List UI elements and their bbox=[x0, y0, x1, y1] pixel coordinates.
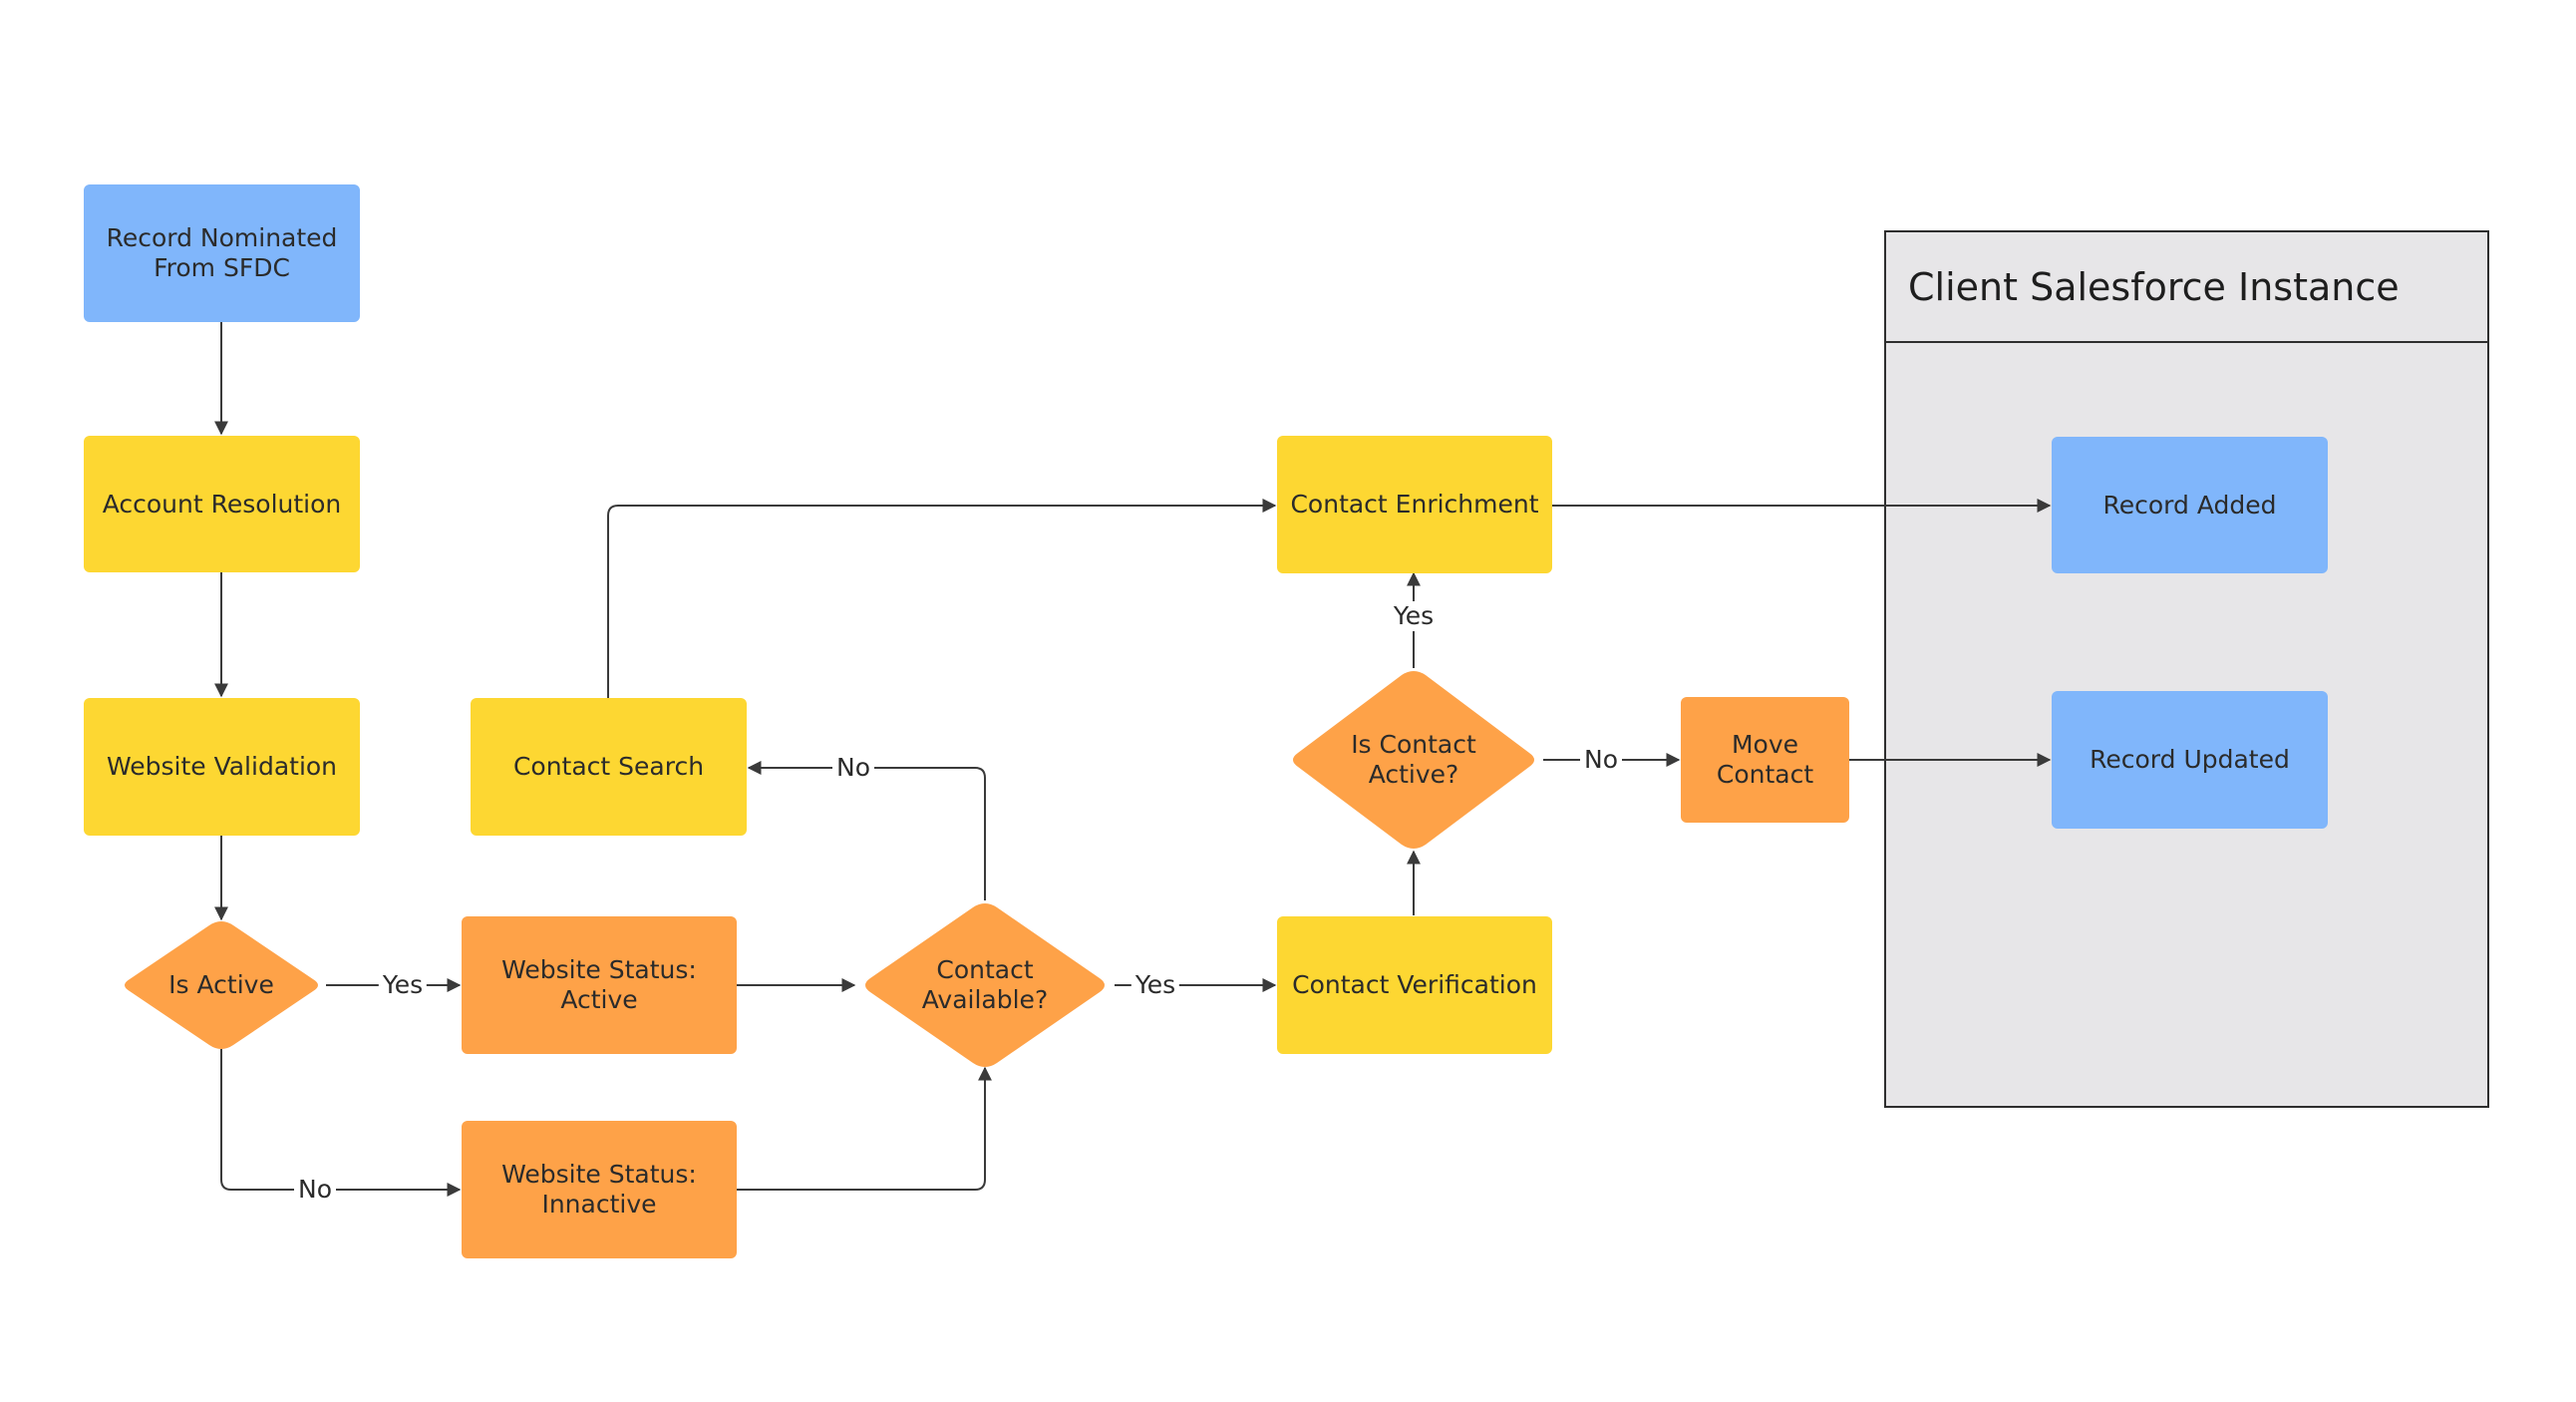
edge-status-inactive-to-available bbox=[736, 1066, 992, 1191]
edge-label-contact-available-no: No bbox=[832, 753, 874, 783]
node-website-status-active[interactable]: Website Status: Active bbox=[462, 916, 737, 1054]
diamond-shape bbox=[1293, 671, 1534, 849]
diamond-shape bbox=[865, 903, 1105, 1067]
node-contact-verification[interactable]: Contact Verification bbox=[1277, 916, 1552, 1054]
edge-isactive-no bbox=[220, 1049, 462, 1197]
node-contact-search[interactable]: Contact Search bbox=[471, 698, 747, 836]
diamond-label: Is Contact Active? bbox=[1351, 730, 1476, 789]
diamond-label: Is Active bbox=[168, 970, 274, 999]
diamond-label: Contact Available? bbox=[921, 955, 1049, 1014]
edge-label-is-contact-active-no: No bbox=[1580, 745, 1622, 775]
node-move-contact[interactable]: Move Contact bbox=[1681, 697, 1849, 823]
node-is-contact-active[interactable]: Is Contact Active? bbox=[1288, 670, 1539, 850]
edge-label-is-active-yes: Yes bbox=[378, 970, 428, 1000]
node-account-resolution[interactable]: Account Resolution bbox=[84, 436, 360, 572]
edge-label-contact-available-yes: Yes bbox=[1130, 970, 1180, 1000]
node-record-added[interactable]: Record Added bbox=[2052, 437, 2328, 573]
edge-available-no bbox=[747, 761, 986, 900]
diamond-shape bbox=[125, 921, 318, 1049]
node-website-validation[interactable]: Website Validation bbox=[84, 698, 360, 836]
edge-label-is-active-no: No bbox=[294, 1175, 336, 1205]
node-contact-available[interactable]: Contact Available? bbox=[860, 902, 1110, 1068]
node-contact-enrichment[interactable]: Contact Enrichment bbox=[1277, 436, 1552, 573]
node-record-nominated[interactable]: Record Nominated From SFDC bbox=[84, 184, 360, 322]
node-website-status-inactive[interactable]: Website Status: Innactive bbox=[462, 1121, 737, 1258]
node-record-updated[interactable]: Record Updated bbox=[2052, 691, 2328, 829]
client-salesforce-instance-container: Client Salesforce Instance bbox=[1884, 230, 2489, 1108]
edge-search-to-enrichment bbox=[607, 499, 1277, 698]
container-title: Client Salesforce Instance bbox=[1886, 232, 2487, 343]
edge-label-is-contact-active-yes: Yes bbox=[1389, 601, 1439, 631]
node-is-active[interactable]: Is Active bbox=[122, 921, 321, 1049]
